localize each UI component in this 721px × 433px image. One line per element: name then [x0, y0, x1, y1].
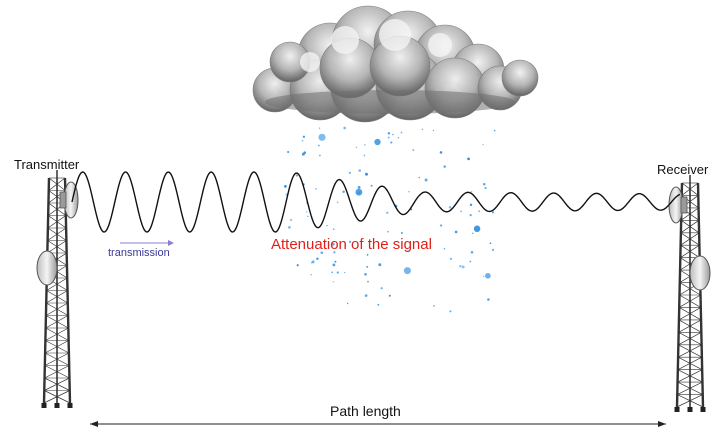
- signal-wave: [71, 171, 681, 233]
- transmitter-label: Transmitter: [14, 157, 80, 172]
- transmission-label: transmission: [108, 247, 170, 259]
- path-length-label: Path length: [330, 403, 401, 419]
- attenuation-label: Attenuation of the signal: [271, 236, 432, 253]
- transmission-arrow: [120, 240, 174, 246]
- path-length-arrow: [90, 421, 666, 427]
- receiver-tower-icon: [668, 175, 711, 412]
- rain-drops: [284, 126, 496, 313]
- cloud-icon: [252, 5, 539, 123]
- receiver-label: Receiver: [657, 162, 709, 177]
- transmitter-tower-icon: [36, 170, 79, 408]
